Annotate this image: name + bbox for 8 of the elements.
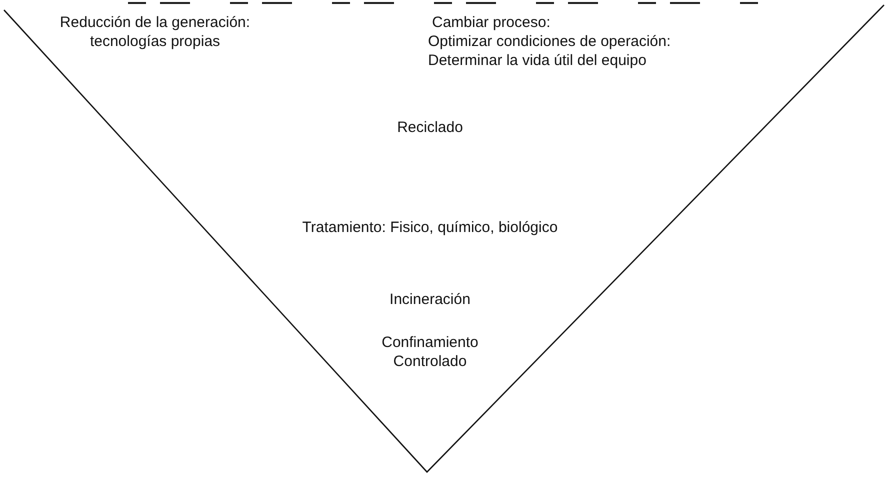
- level-text: Tratamiento: Fisico, químico, biológico: [301, 218, 559, 237]
- level-text: Reciclado: [396, 118, 464, 137]
- level-text: Optimizar condiciones de operación:: [428, 32, 672, 51]
- level-text: Confinamiento Controlado: [380, 333, 480, 371]
- level-text: Incineración: [388, 290, 472, 309]
- level-text: Determinar la vida útil del equipo: [428, 51, 648, 70]
- level-text: Cambiar proceso:: [432, 13, 552, 32]
- level-text: Reducción de la generación: tecnologías propias: [58, 13, 252, 51]
